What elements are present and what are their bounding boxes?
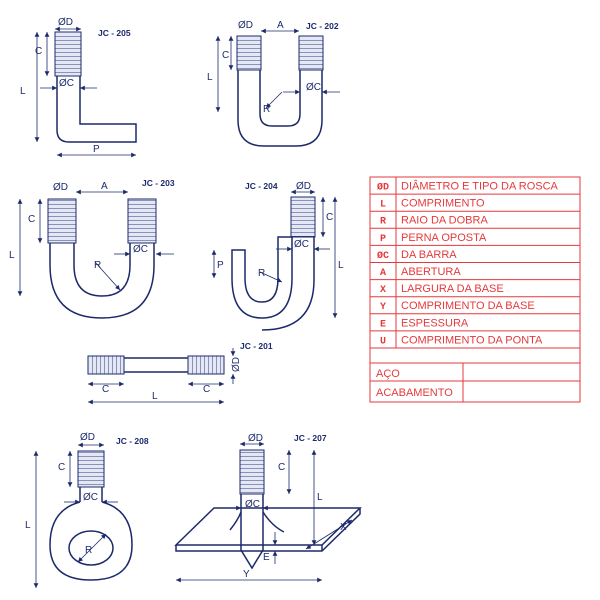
code-jc204: JC - 204 <box>245 181 278 191</box>
dim-c: C <box>28 214 35 225</box>
legend-symbol: R <box>380 217 386 228</box>
dim-l: L <box>152 391 158 402</box>
code-jc201: JC - 201 <box>240 341 273 351</box>
dim-oc: ØC <box>59 78 74 89</box>
dim-r: R <box>85 545 92 556</box>
legend-symbol: Y <box>380 302 386 313</box>
legend-symbol: L <box>380 200 386 211</box>
dim-c: C <box>222 50 229 61</box>
dim-l: L <box>25 520 31 531</box>
legend-description: DIÂMETRO E TIPO DA ROSCA <box>401 180 559 193</box>
bolt-jc202: JC - 202 ØD A C L R ØC <box>207 20 340 147</box>
legend-description: DA BARRA <box>401 249 457 261</box>
legend-aco: AÇO <box>376 368 400 380</box>
dim-c: C <box>203 384 210 395</box>
dim-oc: ØC <box>133 244 148 255</box>
dim-od: ØD <box>296 181 311 192</box>
dim-oc: ØC <box>245 499 260 510</box>
dim-oc: ØC <box>83 492 98 503</box>
bolt-jc208: JC - 208 ØD C L ØC R <box>25 432 149 588</box>
dim-l: L <box>317 492 323 503</box>
legend-description: ABERTURA <box>401 266 461 278</box>
code-jc205: JC - 205 <box>98 28 131 38</box>
dim-l: L <box>207 72 213 83</box>
code-jc202: JC - 202 <box>306 21 339 31</box>
dim-l: L <box>9 250 15 261</box>
dim-p: P <box>93 144 100 155</box>
dim-a: A <box>101 181 108 192</box>
dim-c: C <box>326 212 333 223</box>
legend-symbol: X <box>380 285 386 296</box>
bolt-jc203: JC - 203 ØD A C L R ØC <box>9 178 175 319</box>
dim-y: Y <box>243 569 250 580</box>
dim-l: L <box>20 86 26 97</box>
legend-symbol: P <box>380 234 386 245</box>
dim-c: C <box>58 462 65 473</box>
legend-description: COMPRIMENTO DA PONTA <box>401 334 543 346</box>
legend-description: LARGURA DA BASE <box>401 283 504 295</box>
dim-od: ØD <box>248 433 263 444</box>
legend-symbol: U <box>380 336 386 347</box>
dim-od: ØD <box>53 182 68 193</box>
legend-acabamento: ACABAMENTO <box>376 387 453 399</box>
legend-description: PERNA OPOSTA <box>401 232 487 244</box>
dim-a: A <box>277 20 284 31</box>
dim-x: X <box>340 522 347 533</box>
dim-od: ØD <box>238 20 253 31</box>
dim-e: E <box>263 552 270 563</box>
code-jc203: JC - 203 <box>142 178 175 188</box>
dim-c: C <box>278 462 285 473</box>
bolt-jc205: JC - 205 ØD C L ØC P <box>20 17 137 158</box>
dim-oc: ØC <box>306 82 321 93</box>
dim-od: ØD <box>58 17 73 28</box>
legend-symbol: E <box>380 319 386 330</box>
dim-p: P <box>217 260 224 271</box>
legend-symbol: A <box>380 268 386 279</box>
dim-oc: ØC <box>294 239 309 250</box>
legend-symbol: ØC <box>377 250 389 262</box>
legend-description: COMPRIMENTO <box>401 198 485 210</box>
bolt-jc204: JC - 204 ØD C L P R ØC <box>211 181 344 331</box>
legend-description: ESPESSURA <box>401 317 469 329</box>
legend-symbol: ØD <box>377 182 389 194</box>
legend-table: ØD DIÂMETRO E TIPO DA ROSCA L COMPRIMENTO R R… <box>369 176 581 403</box>
bolt-jc201: JC - 201 ØD C C L <box>87 341 273 405</box>
code-jc207: JC - 207 <box>294 433 327 443</box>
bolt-jc207: JC - 207 ØD C L ØC X E Y <box>174 433 362 583</box>
dim-od: ØD <box>80 432 95 443</box>
dim-r: R <box>258 268 265 279</box>
legend-description: COMPRIMENTO DA BASE <box>401 300 535 312</box>
dim-c: C <box>35 46 42 57</box>
legend-description: RAIO DA DOBRA <box>401 215 488 227</box>
code-jc208: JC - 208 <box>116 436 149 446</box>
dim-c: C <box>102 384 109 395</box>
dim-l: L <box>338 260 344 271</box>
dim-r: R <box>94 260 101 271</box>
dim-od: ØD <box>231 357 242 372</box>
dim-r: R <box>263 104 270 115</box>
